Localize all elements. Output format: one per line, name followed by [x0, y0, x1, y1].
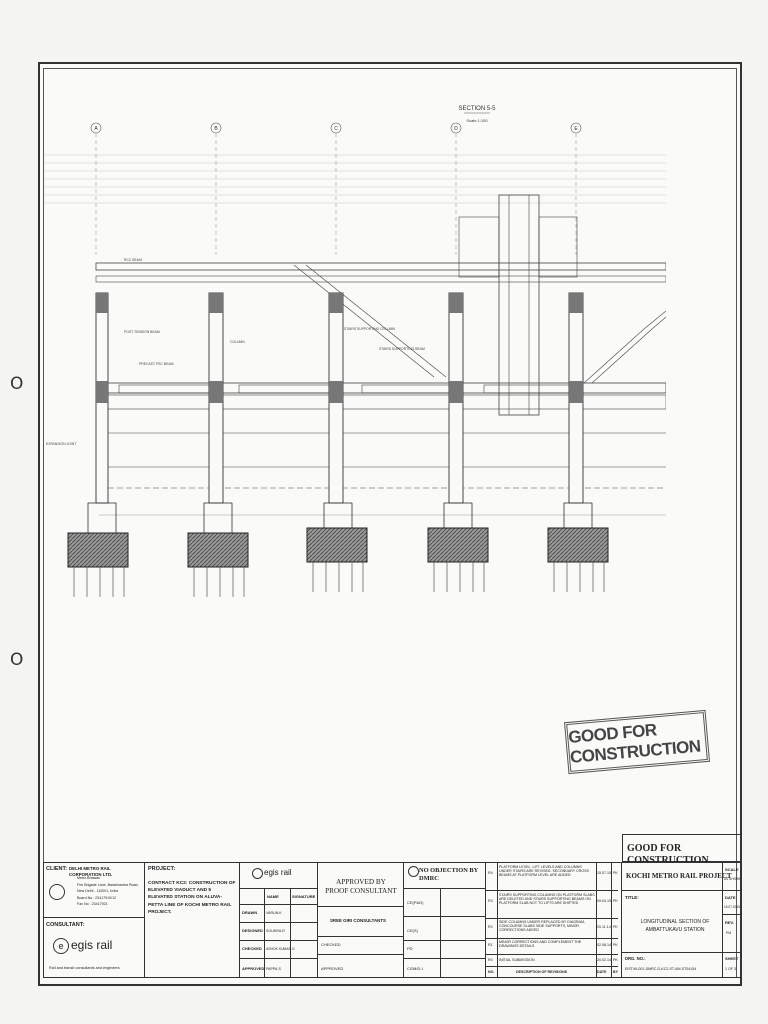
- role-checked: CHECKED: [242, 946, 262, 951]
- section-scale: Scale 1:100: [466, 118, 488, 123]
- title-label: TITLE:: [625, 895, 639, 900]
- grid-label: A: [94, 126, 98, 132]
- revision-row: R1 MINOR CORRECTIONS AND COMPLEMENT THE …: [486, 938, 618, 955]
- member-label: POST-TENSION BEAM: [124, 330, 160, 334]
- rev-label: REV.: [725, 920, 734, 925]
- proof-approved: APPROVED: [321, 966, 344, 971]
- egis-logo-icon: e: [53, 938, 69, 954]
- member-label: EXPANSION JOINT: [46, 442, 76, 446]
- project-description: CONTRACT KC2: CONSTRUCTION OF ELEVATED V…: [148, 881, 236, 915]
- member-label: STAIRS SUPPORTING COLUMN: [344, 327, 395, 331]
- sheet-label: SHEET: [725, 956, 739, 961]
- role-designed: DESIGNED: [242, 928, 263, 933]
- status-banner-box: GOOD FOR CONSTRUCTION: [622, 834, 742, 866]
- consultant-tagline: Rail and transit consultants and enginee…: [49, 966, 120, 970]
- member-label: COLUMN: [230, 340, 245, 344]
- title-block: [43, 862, 742, 978]
- name-checked: ASHOK KUMAR.G: [266, 947, 295, 951]
- dmrc-row: CGM/D-I: [407, 966, 423, 971]
- rev-value: R4: [726, 930, 732, 935]
- member-label: RCC BEAM: [124, 258, 142, 262]
- member-label: STAIRS SUPPORTING BEAM: [379, 347, 425, 351]
- section-drawing: A B C D E SECTION 5-5 Scale 1:100 RCC BE…: [44, 106, 666, 597]
- grid-label: E: [574, 126, 578, 132]
- project-label: PROJECT:: [148, 866, 176, 872]
- consultant-label: CONSULTANT:: [46, 922, 85, 928]
- client-name: DELHI METRO RAIL CORPORATION LTD.: [69, 866, 113, 878]
- scale-label: SCALE: [725, 867, 739, 872]
- section-title: SECTION 5-5: [458, 106, 496, 112]
- project-name: KOCHI METRO RAIL PROJECT: [626, 872, 732, 880]
- drawing-sheet: [38, 62, 742, 986]
- grid-label: C: [334, 126, 338, 132]
- col-name: NAME: [267, 894, 279, 899]
- revision-row: R4 PLATFORM LEVEL, LIFT LEVELS AND COLUM…: [486, 862, 618, 891]
- egis-logo-icon: [252, 868, 263, 879]
- name-drawn: VARUN.K: [266, 911, 282, 915]
- member-label: PRECAST PSC BEAM: [139, 362, 174, 366]
- drawing-title: LONGITUDINAL SECTION OF AMBATTUKAVU STAT…: [640, 919, 710, 933]
- dwg-label: DRG. NO.:: [625, 956, 646, 961]
- dmrc-box: NO OBJECTION BY DMRC CE(P&D) CE(S) PD CG…: [404, 862, 486, 978]
- dmrc-logo-icon: [408, 866, 419, 877]
- dmrc-logo-icon: [49, 884, 65, 900]
- dwg-value: EIST/KL001-DMRC-D-KC2-ST-AM-ST04154: [625, 967, 697, 971]
- revision-row: R2 SIDE COLUMNS UNDER REPLACED BY DIAGRA…: [486, 918, 618, 939]
- grid-label: B: [214, 126, 218, 132]
- role-drawn: DRAWN: [242, 910, 258, 915]
- scale-value: AS SHOWN: [724, 877, 742, 881]
- signature-box: egis rail NAME SIGNATURE DRAWN VARUN.K D…: [240, 862, 318, 978]
- info-block: KOCHI METRO RAIL PROJECT SCALE AS SHOWN …: [622, 862, 742, 978]
- proof-consultant-box: APPROVED BY PROOF CONSULTANT SREE GIRI C…: [318, 862, 404, 978]
- date-value: 15.07.2015: [724, 905, 740, 909]
- grid-label: D: [454, 126, 458, 132]
- client-box: CLIENT: DELHI METRO RAIL CORPORATION LTD…: [43, 862, 145, 918]
- revision-row: R0 INITIAL SUBMISSION 20.02.14 PK: [486, 954, 618, 967]
- binder-hole: O: [10, 374, 24, 394]
- col-signature: SIGNATURE: [292, 894, 316, 899]
- client-label: CLIENT:: [46, 866, 68, 872]
- revision-row: R3 STAIRS SUPPORTING COLUMNS ON PLATFORM…: [486, 890, 618, 919]
- name-designed: SOUMYA.R: [266, 929, 285, 933]
- proof-checked: CHECKED: [321, 942, 341, 947]
- revision-table: [486, 862, 622, 978]
- dmrc-row: PD: [407, 946, 413, 951]
- role-approved: APPROVED: [242, 966, 265, 971]
- dmrc-title: NO OBJECTION BY DMRC: [419, 867, 479, 882]
- consultant-box: CONSULTANT: e egis rail Rail and transit…: [43, 918, 145, 978]
- project-box: PROJECT: CONTRACT KC2: CONSTRUCTION OF E…: [145, 862, 240, 978]
- name-approved: PAPPA.S: [266, 967, 281, 971]
- sheet-value: 1 OF 3: [725, 967, 736, 971]
- dmrc-row: CE(P&D): [407, 900, 424, 905]
- dmrc-row: CE(S): [407, 928, 418, 933]
- status-banner: GOOD FOR CONSTRUCTION: [627, 843, 709, 866]
- revision-header: NO. DESCRIPTION OF REVISIONS DATE BY: [488, 970, 618, 974]
- consultant-logo-text: egis rail: [71, 938, 113, 952]
- signature-logo-text: egis rail: [264, 868, 292, 877]
- client-address: Metro Bhawan Fire Brigade Lane, Barakham…: [77, 876, 139, 907]
- proof-title: APPROVED BY PROOF CONSULTANT: [325, 878, 397, 895]
- proof-firm: SREE GIRI CONSULTANTS: [330, 918, 386, 923]
- date-label: DATE: [725, 895, 736, 900]
- binder-hole: O: [10, 650, 24, 670]
